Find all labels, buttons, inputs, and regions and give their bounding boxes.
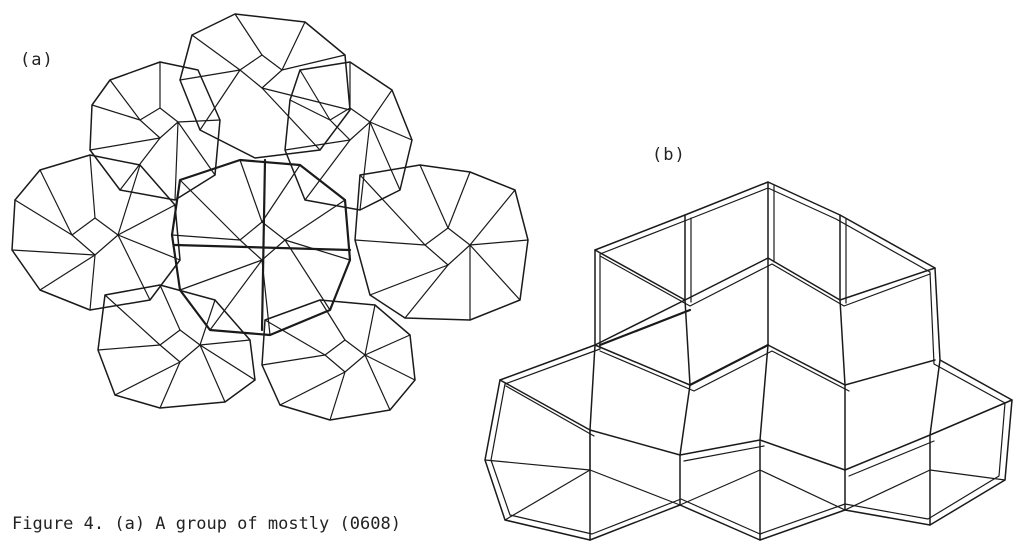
figure-caption: Figure 4. (a) A group of mostly (0608)	[12, 514, 401, 534]
polyhedron-upper-right-outline	[284, 61, 413, 211]
panel-a-truncated-octahedra-cluster	[11, 13, 529, 421]
polyhedron-left-square-face	[71, 217, 119, 256]
polyhedron-upper-left-square-face	[139, 107, 179, 139]
polyhedron-left-outline	[11, 154, 181, 311]
cluster-b-outer-hull-inner	[490, 187, 1006, 535]
polyhedron-lower-right-outline	[261, 299, 416, 421]
polyhedron-upper-right-square-face	[329, 107, 371, 141]
polyhedron-top-outline	[179, 13, 351, 159]
polyhedron-lower-left-outline	[97, 284, 256, 409]
polyhedron-top-square-face	[239, 54, 283, 89]
polyhedron-right-square-face	[424, 227, 471, 266]
panel-b-rhombic-dodecahedra-cluster	[484, 181, 1013, 541]
panel-a-label: (a)	[20, 50, 54, 70]
polyhedron-upper-left-outline	[89, 61, 221, 201]
cluster-b-outer-hull	[484, 181, 1013, 541]
polyhedron-lower-left-square-face	[159, 329, 201, 363]
panel-b-label: (b)	[652, 145, 686, 165]
polyhedron-lower-right-square-face	[324, 339, 366, 373]
